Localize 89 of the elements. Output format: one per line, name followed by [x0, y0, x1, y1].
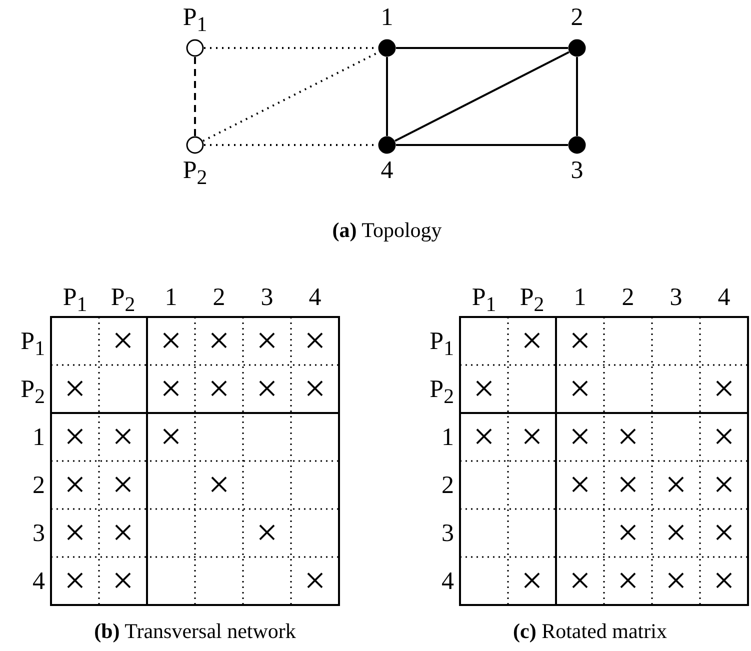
- cross-mark: ×: [713, 466, 735, 504]
- cross-mark: ×: [304, 322, 326, 360]
- vertex-label: 1: [380, 5, 394, 30]
- row-header: 4: [442, 569, 454, 594]
- edge-line: [576, 57, 578, 136]
- cross-mark: ×: [256, 370, 278, 408]
- cross-mark: ×: [473, 370, 495, 408]
- vertex-label: P$_{1}$: [182, 5, 208, 35]
- column-header: 1: [574, 285, 586, 310]
- cross-mark: ×: [617, 562, 639, 600]
- cross-mark: ×: [208, 322, 230, 360]
- cross-mark: ×: [160, 418, 182, 456]
- column-header: 4: [718, 285, 730, 310]
- cross-mark: ×: [256, 322, 278, 360]
- cross-mark: ×: [208, 370, 230, 408]
- filled-vertex: [378, 136, 396, 154]
- open-vertex: [186, 39, 204, 57]
- column-header: P$_{1}$: [62, 285, 88, 315]
- open-vertex: [186, 136, 204, 154]
- cross-mark: ×: [617, 418, 639, 456]
- cross-mark: ×: [160, 370, 182, 408]
- edge-line: [396, 47, 568, 49]
- column-header: P$_{2}$: [110, 285, 136, 315]
- cross-mark: ×: [521, 418, 543, 456]
- row-header: P$_{2}$: [430, 377, 454, 407]
- edge-line: [394, 51, 570, 142]
- figure-caption: (a) Topology: [332, 220, 442, 241]
- cross-mark: ×: [569, 322, 591, 360]
- cross-mark: ×: [521, 322, 543, 360]
- cross-mark: ×: [64, 418, 86, 456]
- figure-caption: (c) Rotated matrix: [513, 621, 667, 642]
- cross-mark: ×: [617, 514, 639, 552]
- filled-vertex: [568, 39, 586, 57]
- cross-mark: ×: [521, 562, 543, 600]
- cross-mark: ×: [112, 514, 134, 552]
- row-header: 2: [32, 473, 45, 498]
- cross-mark: ×: [112, 322, 134, 360]
- cross-mark: ×: [713, 562, 735, 600]
- cross-mark: ×: [112, 418, 134, 456]
- row-header: P$_{1}$: [20, 329, 45, 359]
- cross-mark: ×: [617, 466, 639, 504]
- dashed-line: [194, 57, 196, 136]
- cross-mark: ×: [160, 322, 182, 360]
- column-header: 4: [308, 285, 322, 310]
- cross-mark: ×: [569, 562, 591, 600]
- cross-mark: ×: [304, 370, 326, 408]
- column-header: 2: [212, 285, 226, 310]
- cross-mark: ×: [304, 562, 326, 600]
- edge-line: [396, 144, 568, 146]
- cross-mark: ×: [713, 418, 735, 456]
- cross-mark: ×: [208, 466, 230, 504]
- cross-mark: ×: [112, 466, 134, 504]
- cross-mark: ×: [713, 514, 735, 552]
- cross-mark: ×: [64, 514, 86, 552]
- row-header: P$_{1}$: [430, 329, 454, 359]
- column-header: 3: [260, 285, 274, 310]
- filled-vertex: [568, 136, 586, 154]
- cross-mark: ×: [665, 514, 687, 552]
- row-header: 2: [442, 473, 454, 498]
- column-header: 1: [164, 285, 178, 310]
- cross-mark: ×: [713, 370, 735, 408]
- vertex-label: 2: [570, 5, 584, 30]
- cross-mark: ×: [569, 466, 591, 504]
- row-header: 3: [32, 521, 45, 546]
- cross-mark: ×: [64, 370, 86, 408]
- column-header: P$_{2}$: [520, 285, 544, 315]
- figure-caption: (b) Transversal network: [94, 621, 296, 642]
- filled-vertex: [378, 39, 396, 57]
- column-header: P$_{1}$: [472, 285, 496, 315]
- row-header: P$_{2}$: [20, 377, 45, 407]
- vertex-label: P$_{2}$: [182, 158, 208, 188]
- cross-mark: ×: [569, 418, 591, 456]
- column-header: 3: [670, 285, 682, 310]
- cross-mark: ×: [473, 418, 495, 456]
- edge-line: [386, 57, 388, 136]
- row-header: 1: [32, 425, 45, 450]
- row-header: 3: [442, 521, 454, 546]
- row-header: 4: [32, 569, 45, 594]
- cross-mark: ×: [64, 466, 86, 504]
- vertex-label: 3: [570, 158, 584, 183]
- cross-mark: ×: [256, 514, 278, 552]
- cross-mark: ×: [665, 466, 687, 504]
- row-header: 1: [442, 425, 454, 450]
- cross-mark: ×: [64, 562, 86, 600]
- vertex-label: 4: [380, 158, 394, 183]
- cross-mark: ×: [112, 562, 134, 600]
- cross-mark: ×: [665, 562, 687, 600]
- column-header: 2: [622, 285, 634, 310]
- cross-mark: ×: [569, 370, 591, 408]
